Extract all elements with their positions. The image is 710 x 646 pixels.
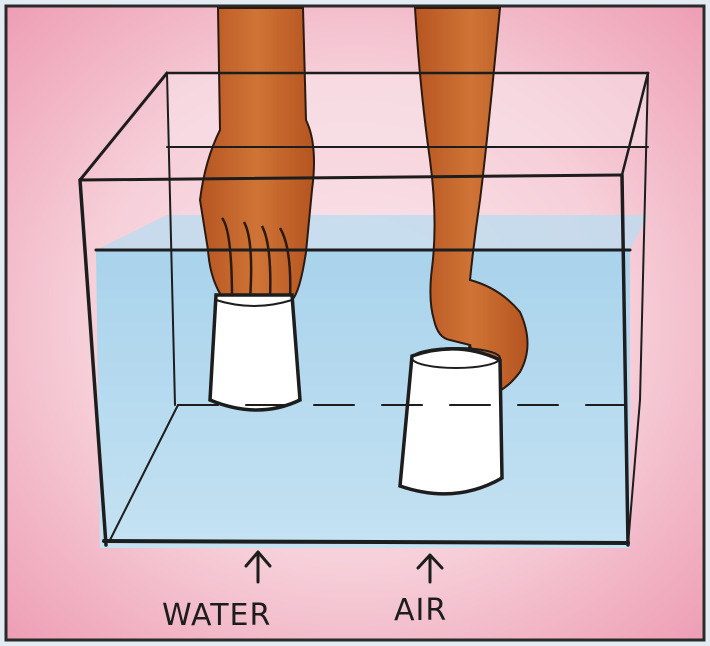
air-label: AIR [394,593,447,628]
water-filled-cup [210,295,300,410]
water [96,250,630,548]
water-surface [96,215,648,250]
water-label: WATER [162,598,271,633]
air-filled-cup [400,349,502,494]
